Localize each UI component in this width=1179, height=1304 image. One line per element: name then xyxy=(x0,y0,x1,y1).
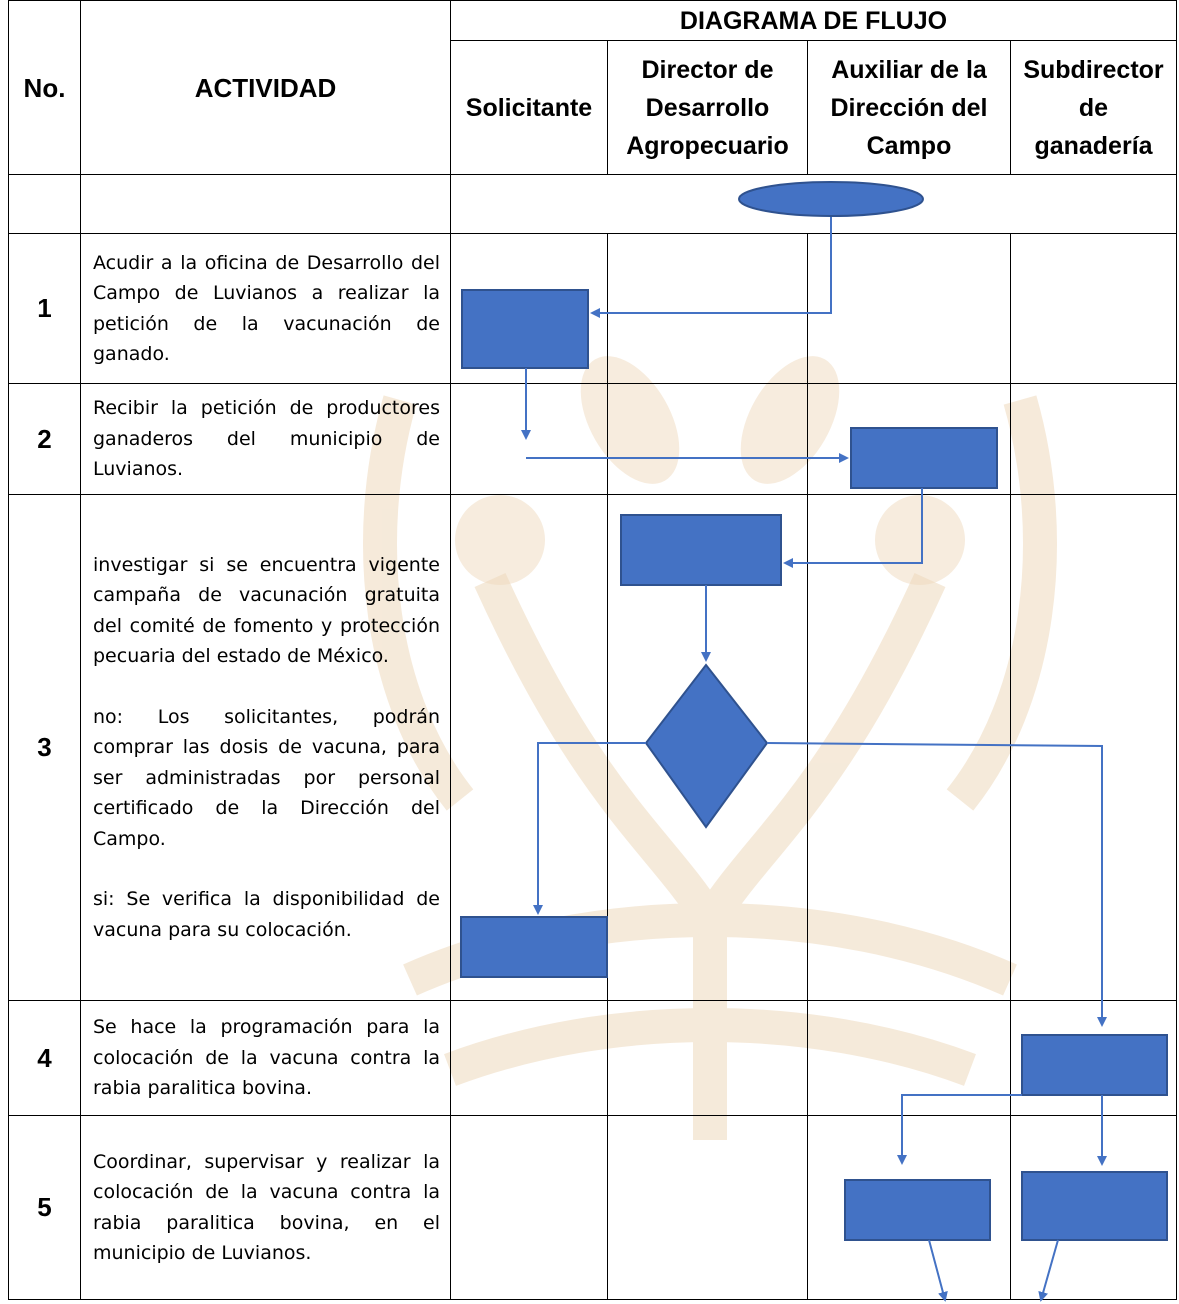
row-number: 1 xyxy=(8,233,81,384)
row-activity: Se hace la programación para la colocaci… xyxy=(80,1000,451,1116)
row-activity: Acudir a la oficina de Desarrollo del Ca… xyxy=(80,233,451,384)
lane-cell xyxy=(450,383,608,495)
empty-cell xyxy=(8,174,81,234)
role-solicitante: Solicitante xyxy=(450,40,608,175)
lane-cell xyxy=(807,494,1011,1001)
lane-cell xyxy=(607,1115,808,1300)
lane-cell xyxy=(607,1000,808,1116)
role-subdirector: Subdirector de ganadería xyxy=(1010,40,1177,175)
role-director-line: Agropecuario xyxy=(626,131,789,160)
lane-cell xyxy=(1010,383,1177,495)
lane-cell xyxy=(450,233,608,384)
role-director: Director de Desarrollo Agropecuario xyxy=(607,40,808,175)
activity-text: investigar si se encuentra vigente campa… xyxy=(93,553,440,668)
table-row: 5 Coordinar, supervisar y realizar la co… xyxy=(8,1115,1177,1300)
activity-text: Se hace la programación para la colocaci… xyxy=(93,1016,440,1100)
lane-cell xyxy=(1010,1000,1177,1116)
table-row: 2 Recibir la petición de productores gan… xyxy=(8,383,1177,495)
role-subdirector-line: Subdirector xyxy=(1023,55,1164,84)
role-auxiliar-line: Campo xyxy=(866,131,952,160)
row-number: 4 xyxy=(8,1000,81,1116)
table-row: 3 investigar si se encuentra vigente cam… xyxy=(8,494,1177,1001)
lane-cell xyxy=(807,233,1011,384)
activity-text: Recibir la petición de productores ganad… xyxy=(93,397,440,481)
empty-cell xyxy=(450,174,1177,234)
row-activity: Coordinar, supervisar y realizar la colo… xyxy=(80,1115,451,1300)
lane-cell xyxy=(450,494,608,1001)
row-number: 2 xyxy=(8,383,81,495)
role-auxiliar-line: Dirección del xyxy=(830,93,988,122)
lane-cell xyxy=(807,383,1011,495)
role-director-line: Director de xyxy=(641,55,774,84)
lane-cell xyxy=(1010,1115,1177,1300)
lane-cell xyxy=(807,1115,1011,1300)
lane-cell xyxy=(607,494,808,1001)
role-auxiliar-line: Auxiliar de la xyxy=(831,55,987,84)
lane-cell xyxy=(607,383,808,495)
flow-table: No. ACTIVIDAD DIAGRAMA DE FLUJO Solicita… xyxy=(8,0,1177,1300)
activity-text-si: si: Se verifica la disponibilidad de vac… xyxy=(93,888,440,941)
activity-text: Coordinar, supervisar y realizar la colo… xyxy=(93,1150,440,1265)
row-number: 5 xyxy=(8,1115,81,1300)
role-subdirector-line: ganadería xyxy=(1034,131,1153,160)
role-director-line: Desarrollo xyxy=(645,93,770,122)
lane-cell xyxy=(450,1115,608,1300)
lane-cell xyxy=(807,1000,1011,1116)
start-row xyxy=(8,174,1177,234)
row-activity: investigar si se encuentra vigente campa… xyxy=(80,494,451,1001)
header-actividad: ACTIVIDAD xyxy=(80,0,451,175)
lane-cell xyxy=(1010,233,1177,384)
activity-text-no: no: Los solicitantes, podrán comprar las… xyxy=(93,705,440,850)
activity-text: Acudir a la oficina de Desarrollo del Ca… xyxy=(93,251,440,366)
role-subdirector-line: de xyxy=(1078,93,1109,122)
lane-cell xyxy=(1010,494,1177,1001)
table-row: 1 Acudir a la oficina de Desarrollo del … xyxy=(8,233,1177,384)
lane-cell xyxy=(607,233,808,384)
empty-cell xyxy=(80,174,451,234)
header-no: No. xyxy=(8,0,81,175)
role-auxiliar: Auxiliar de la Dirección del Campo xyxy=(807,40,1011,175)
table-row: 4 Se hace la programación para la coloca… xyxy=(8,1000,1177,1116)
row-activity: Recibir la petición de productores ganad… xyxy=(80,383,451,495)
header-diagrama: DIAGRAMA DE FLUJO xyxy=(450,0,1177,41)
lane-cell xyxy=(450,1000,608,1116)
row-number: 3 xyxy=(8,494,81,1001)
